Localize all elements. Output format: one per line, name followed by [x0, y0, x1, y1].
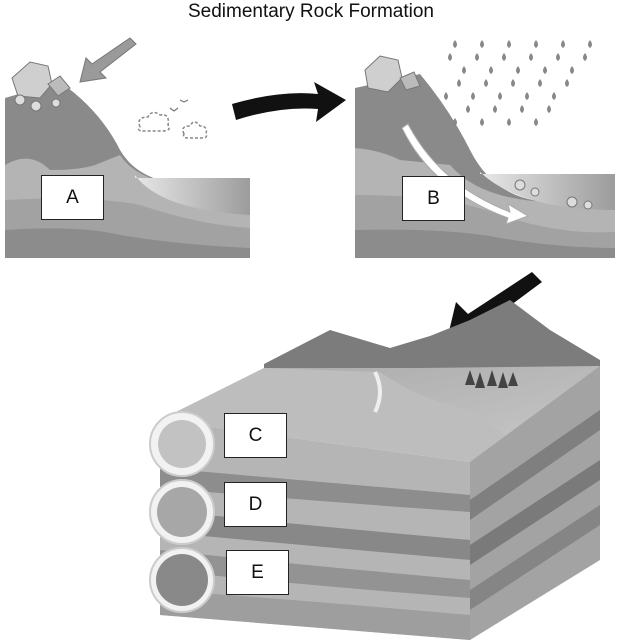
raindrop — [583, 53, 587, 61]
grey-arrow-icon — [79, 37, 137, 83]
raindrop — [543, 66, 547, 74]
raindrop — [556, 53, 560, 61]
panel-b-scene — [355, 40, 615, 258]
panel-a-scene — [5, 37, 250, 258]
label-d[interactable]: D — [224, 482, 287, 527]
boulders-icon — [364, 55, 593, 210]
rock-strata-block — [149, 300, 600, 640]
raindrop — [493, 105, 497, 113]
raindrop — [453, 118, 457, 126]
raindrop — [516, 66, 520, 74]
raindrop — [507, 118, 511, 126]
raindrop — [534, 40, 538, 48]
raindrop — [507, 40, 511, 48]
raindrop — [525, 92, 529, 100]
diagram-title: Sedimentary Rock Formation — [187, 1, 435, 22]
raindrop — [547, 105, 551, 113]
raindrop — [588, 40, 592, 48]
raindrop — [457, 79, 461, 87]
label-a[interactable]: A — [41, 175, 104, 220]
raindrop — [511, 79, 515, 87]
raindrop — [498, 92, 502, 100]
raindrop — [520, 105, 524, 113]
sediment-sample-e-icon — [149, 547, 215, 613]
raindrop — [538, 79, 542, 87]
boulders-icon — [11, 61, 71, 112]
raindrop — [561, 40, 565, 48]
label-b[interactable]: B — [402, 176, 465, 221]
raindrop — [453, 40, 457, 48]
raindrop — [444, 92, 448, 100]
sediment-sample-d-icon — [149, 479, 215, 545]
raindrop — [552, 92, 556, 100]
erosion-arrow-icon — [401, 123, 530, 225]
birds-icon — [169, 99, 189, 112]
raindrops-icon — [444, 40, 592, 126]
label-e[interactable]: E — [226, 550, 289, 595]
trees-icon — [465, 370, 518, 388]
black-arrow-icon — [232, 82, 346, 122]
raindrop — [462, 66, 466, 74]
raindrop — [534, 118, 538, 126]
raindrop — [529, 53, 533, 61]
raindrop — [570, 66, 574, 74]
clouds-icon — [137, 111, 208, 139]
raindrop — [475, 53, 479, 61]
raindrop — [480, 118, 484, 126]
raindrop — [466, 105, 470, 113]
raindrop — [502, 53, 506, 61]
raindrop — [484, 79, 488, 87]
river-icon — [373, 371, 382, 413]
label-c[interactable]: C — [224, 413, 287, 458]
raindrop — [448, 53, 452, 61]
sediment-sample-c-icon — [149, 411, 215, 477]
raindrop — [471, 92, 475, 100]
raindrop — [565, 79, 569, 87]
raindrop — [480, 40, 484, 48]
raindrop — [489, 66, 493, 74]
